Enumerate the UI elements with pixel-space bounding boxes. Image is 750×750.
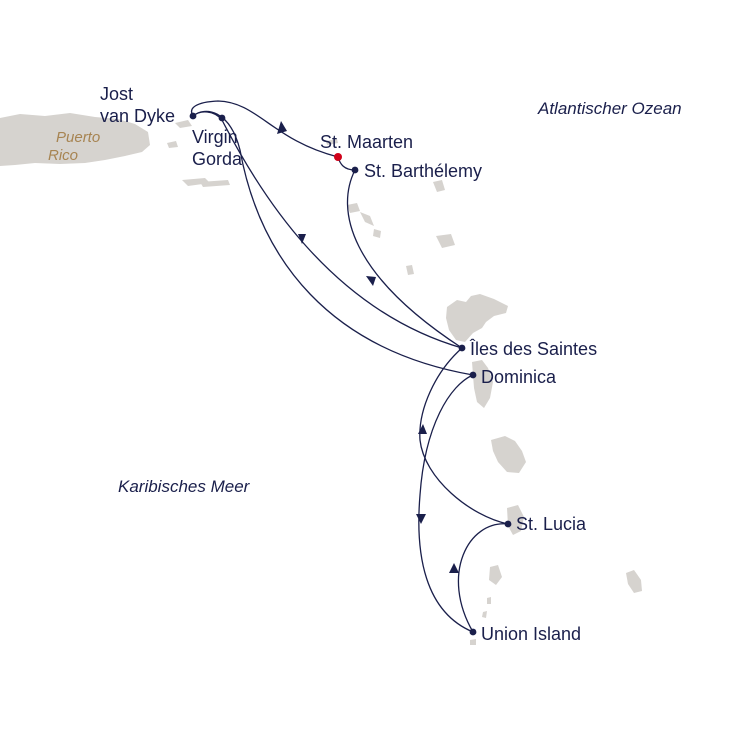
barbuda-island	[433, 180, 445, 192]
route-iles-des-saintes-to-st-lucia	[419, 347, 509, 525]
cruise-route	[191, 100, 509, 633]
port-label-st-barthelemy: St. Barthélemy	[364, 161, 482, 181]
puerto-rico-label-line2: Rico	[48, 147, 78, 164]
st-croix-island	[200, 180, 230, 187]
grenadine-islet-3	[470, 639, 476, 645]
puerto-rico-label-line1: Puerto	[56, 129, 100, 146]
port-marker	[469, 628, 477, 636]
direction-arrow-icon	[277, 121, 287, 134]
montserrat-island	[406, 265, 414, 275]
port-label-union-island: Union Island	[481, 624, 581, 644]
st-kitts-island	[360, 212, 374, 226]
atlantic-ocean-label: Atlantischer Ozean	[537, 99, 682, 118]
port-marker	[504, 520, 512, 528]
land-masses	[0, 113, 642, 645]
route-st-barthelemy-to-iles-des-saintes	[346, 169, 463, 349]
route-dominica-to-jost-van-dyke	[192, 110, 474, 376]
culebra-island	[167, 141, 178, 148]
route-st-lucia-to-union-island	[457, 523, 509, 633]
vieques-island	[182, 178, 210, 186]
direction-arrow-icon	[366, 276, 376, 286]
st-thomas-island	[175, 120, 192, 128]
dominica-land	[472, 360, 493, 408]
port-label-virgin-line2: Gorda	[192, 149, 243, 169]
port-label-jost-line2: van Dyke	[100, 106, 175, 126]
nevis-island	[373, 229, 381, 238]
grenadine-islet-2	[482, 611, 487, 618]
port-marker	[351, 166, 359, 174]
caribbean-sea-label: Karibisches Meer	[118, 477, 251, 496]
direction-arrow-icon	[449, 563, 459, 573]
port-marker	[189, 112, 197, 120]
puerto-rico-land	[0, 113, 150, 166]
direction-arrow-icon	[416, 514, 426, 524]
saba-island	[347, 203, 360, 213]
port-markers	[189, 112, 512, 636]
start-port-marker	[334, 153, 342, 161]
direction-arrow-icon	[418, 424, 427, 434]
route-iles-des-saintes-to-virgin-gorda	[221, 119, 463, 349]
port-label-iles-des-saintes: Îles des Saintes	[469, 339, 597, 359]
port-label-virgin-line1: Virgin	[192, 127, 238, 147]
port-marker	[458, 344, 466, 352]
port-label-jost-line1: Jost	[100, 84, 133, 104]
route-jost-van-dyke-to-st-maarten	[191, 100, 339, 158]
guadeloupe-land	[446, 294, 508, 342]
port-label-st-lucia: St. Lucia	[516, 514, 587, 534]
route-union-island-to-dominica	[418, 374, 474, 633]
st-vincent-land	[489, 565, 502, 585]
port-label-st-maarten: St. Maarten	[320, 132, 413, 152]
direction-arrow-icon	[298, 234, 306, 244]
anguilla-island	[326, 139, 338, 145]
grenadine-islet-1	[487, 597, 491, 604]
martinique-land	[491, 436, 526, 473]
port-marker	[218, 114, 226, 122]
port-label-dominica: Dominica	[481, 367, 557, 387]
port-marker	[469, 371, 477, 379]
barbados-land	[626, 570, 642, 593]
antigua-island	[436, 234, 455, 248]
st-lucia-land	[507, 505, 524, 535]
